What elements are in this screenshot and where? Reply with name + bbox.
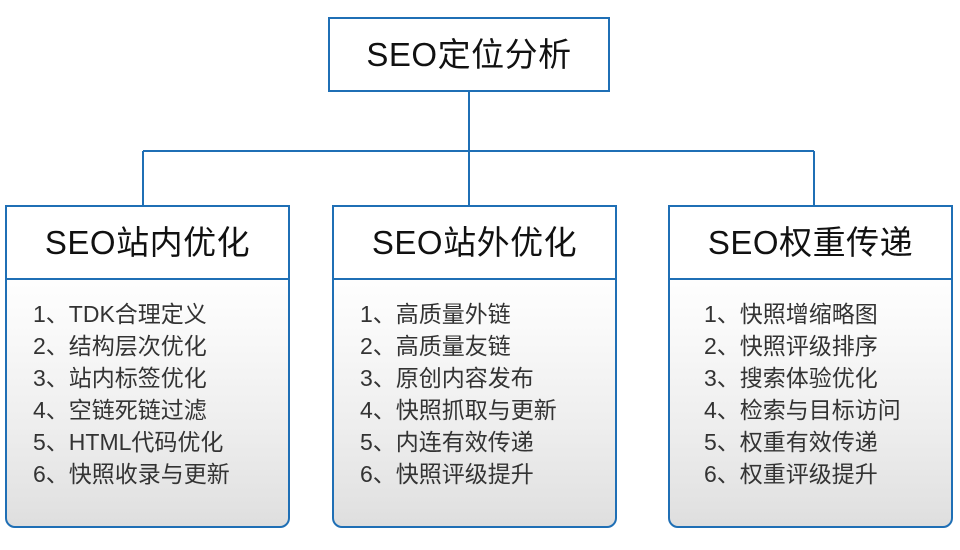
branch-header-3[interactable]: SEO权重传递 bbox=[668, 205, 953, 280]
branch-body-3: 1、快照增缩略图 2、快照评级排序 3、搜索体验优化 4、检索与目标访问 5、权… bbox=[668, 278, 953, 528]
list-item: 1、高质量外链 bbox=[360, 301, 511, 327]
list-item: 6、权重评级提升 bbox=[704, 461, 878, 487]
branch-header-title-2: SEO站外优化 bbox=[371, 224, 578, 261]
list-item: 3、站内标签优化 bbox=[33, 365, 207, 391]
list-item: 5、内连有效传递 bbox=[360, 429, 534, 455]
list-item: 1、TDK合理定义 bbox=[33, 301, 207, 327]
branch-header-2[interactable]: SEO站外优化 bbox=[332, 205, 617, 280]
list-item: 1、快照增缩略图 bbox=[704, 301, 878, 327]
branch-item-list-3: 1、快照增缩略图 2、快照评级排序 3、搜索体验优化 4、检索与目标访问 5、权… bbox=[670, 298, 901, 490]
branch-item-list-2: 1、高质量外链 2、高质量友链 3、原创内容发布 4、快照抓取与更新 5、内连有… bbox=[334, 298, 557, 490]
branch-body-1: 1、TDK合理定义 2、结构层次优化 3、站内标签优化 4、空链死链过滤 5、H… bbox=[5, 278, 290, 528]
branch-item-list-1: 1、TDK合理定义 2、结构层次优化 3、站内标签优化 4、空链死链过滤 5、H… bbox=[7, 298, 230, 490]
list-item: 4、检索与目标访问 bbox=[704, 397, 901, 423]
list-item: 6、快照收录与更新 bbox=[33, 461, 230, 487]
branch-header-title-1: SEO站内优化 bbox=[44, 224, 251, 261]
root-node-title: SEO定位分析 bbox=[366, 36, 572, 73]
list-item: 5、权重有效传递 bbox=[704, 429, 878, 455]
list-item: 5、HTML代码优化 bbox=[33, 429, 224, 455]
list-item: 2、高质量友链 bbox=[360, 333, 511, 359]
list-item: 6、快照评级提升 bbox=[360, 461, 534, 487]
list-item: 3、原创内容发布 bbox=[360, 365, 534, 391]
branch-column-1: SEO站内优化 1、TDK合理定义 2、结构层次优化 3、站内标签优化 4、空链… bbox=[5, 205, 290, 528]
list-item: 4、快照抓取与更新 bbox=[360, 397, 557, 423]
list-item: 3、搜索体验优化 bbox=[704, 365, 878, 391]
list-item: 2、结构层次优化 bbox=[33, 333, 207, 359]
branch-column-3: SEO权重传递 1、快照增缩略图 2、快照评级排序 3、搜索体验优化 4、检索与… bbox=[668, 205, 953, 528]
root-node[interactable]: SEO定位分析 bbox=[328, 17, 610, 92]
branch-header-title-3: SEO权重传递 bbox=[707, 224, 914, 261]
branch-body-2: 1、高质量外链 2、高质量友链 3、原创内容发布 4、快照抓取与更新 5、内连有… bbox=[332, 278, 617, 528]
list-item: 2、快照评级排序 bbox=[704, 333, 878, 359]
list-item: 4、空链死链过滤 bbox=[33, 397, 207, 423]
branch-column-2: SEO站外优化 1、高质量外链 2、高质量友链 3、原创内容发布 4、快照抓取与… bbox=[332, 205, 617, 528]
branch-header-1[interactable]: SEO站内优化 bbox=[5, 205, 290, 280]
